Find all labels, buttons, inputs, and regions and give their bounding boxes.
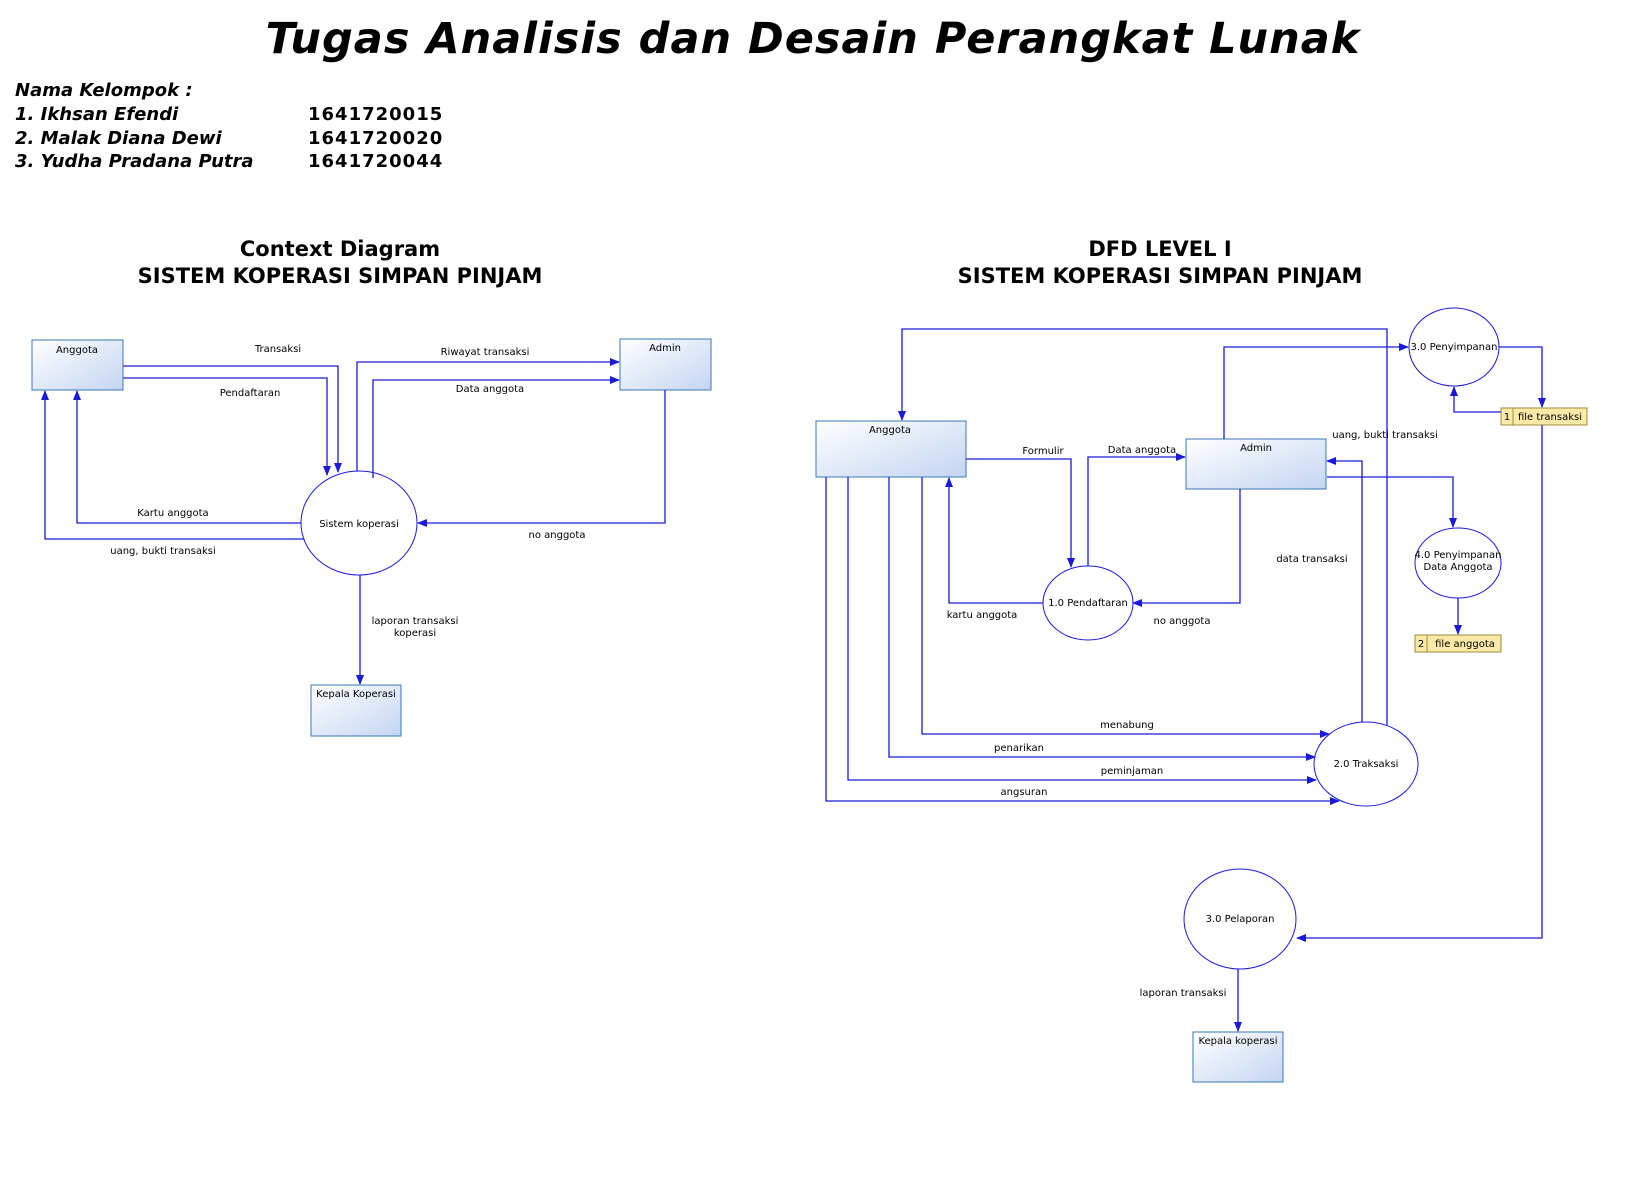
flow-admin-penyimpanan-anggota (1327, 476, 1457, 528)
entity-label: Admin (1240, 443, 1272, 454)
flow-penarikan (888, 477, 1316, 761)
dfd-level-1: Anggota Admin Kepala koperasi 1.0 Pendaf… (815, 307, 1588, 1083)
flow-label-laporan: laporan transaksi (1140, 988, 1227, 999)
data-store-file-transaksi: 1 file transaksi (1500, 407, 1588, 426)
flow-label-transaksi: Transaksi (254, 344, 301, 355)
flow-pendaftaran (123, 377, 331, 476)
flow-label-penarikan: penarikan (994, 743, 1044, 754)
flow-label-data-transaksi: data transaksi (1276, 554, 1347, 565)
flow-label-laporan: koperasi (394, 628, 436, 639)
process-label: 4.0 Penyimpanan (1415, 550, 1502, 561)
flow-data-anggota (372, 376, 620, 478)
data-store-file-anggota: 2 file anggota (1414, 634, 1502, 653)
entity-anggota: Anggota (31, 339, 124, 391)
flow-no-anggota (1132, 489, 1241, 607)
flow-label-uang: uang, bukti transaksi (110, 546, 215, 557)
group-label: Nama Kelompok : (15, 80, 193, 101)
member-name: 1. Ikhsan Efendi (15, 104, 179, 125)
process-label: 3.0 Pelaporan (1206, 914, 1275, 925)
process-label: Data Anggota (1423, 562, 1492, 573)
process-transaksi: 2.0 Traksaksi (1313, 721, 1419, 807)
entity-label: Kepala koperasi (1198, 1036, 1277, 1047)
flow-label-no-anggota: no anggota (1154, 616, 1211, 627)
flow-riwayat-transaksi (356, 358, 620, 471)
member-row: 3. Yudha Pradana Putra 1641720044 (15, 151, 442, 172)
flow-uang-bukti (41, 390, 304, 540)
context-diagram-title: Context Diagram SISTEM KOPERASI SIMPAN P… (130, 236, 550, 290)
process-pendaftaran: 1.0 Pendaftaran (1042, 565, 1134, 641)
flow-admin-penyimpanan (1223, 343, 1409, 439)
page-title: Tugas Analisis dan Desain Perangkat Luna… (265, 14, 1361, 64)
flow-uang-bukti (898, 328, 1388, 725)
dfd-subtitle: SISTEM KOPERASI SIMPAN PINJAM (957, 264, 1363, 288)
process-label: 1.0 Pendaftaran (1048, 598, 1128, 609)
entity-kepala-koperasi: Kepala koperasi (1192, 1031, 1284, 1083)
flow-formulir (966, 458, 1075, 568)
flow-kartu-anggota (945, 477, 1043, 604)
flow-label-data-anggota: Data anggota (1108, 445, 1176, 456)
context-diagram: Anggota Admin Kepala Koperasi Sistem kop… (31, 338, 712, 737)
member-name: 2. Malak Diana Dewi (15, 128, 222, 149)
member-row: 2. Malak Diana Dewi 1641720020 (15, 128, 442, 149)
flow-menabung (921, 477, 1330, 738)
flow-label-formulir: Formulir (1022, 446, 1064, 457)
dfd-title-text: DFD LEVEL I (1088, 237, 1232, 261)
flow-label-kartu: Kartu anggota (137, 508, 208, 519)
flow-label-no-anggota: no anggota (529, 530, 586, 541)
flow-peminjaman (847, 477, 1317, 784)
process-pelaporan: 3.0 Pelaporan (1183, 868, 1297, 970)
member-name: 3. Yudha Pradana Putra (15, 151, 254, 172)
process-label: Sistem koperasi (319, 519, 399, 530)
data-store-name: file transaksi (1518, 412, 1582, 423)
flow-label-data-anggota: Data anggota (456, 384, 524, 395)
entity-label: Admin (649, 343, 681, 354)
flow-no-anggota (417, 390, 666, 527)
context-title: Context Diagram (239, 237, 441, 261)
entity-label: Anggota (869, 425, 911, 436)
flow-label-angsuran: angsuran (1001, 787, 1048, 798)
process-sistem-koperasi: Sistem koperasi (300, 470, 418, 576)
entity-admin: Admin (1185, 438, 1327, 490)
flow-file-transaksi-penyimpanan (1450, 386, 1501, 413)
data-store-name: file anggota (1435, 639, 1495, 650)
flow-label-menabung: menabung (1100, 720, 1154, 731)
entity-label: Kepala Koperasi (316, 689, 396, 700)
context-subtitle: SISTEM KOPERASI SIMPAN PINJAM (137, 264, 543, 288)
member-row: 1. Ikhsan Efendi 1641720015 (15, 104, 442, 125)
data-store-id: 2 (1418, 639, 1424, 650)
entity-label: Anggota (56, 345, 98, 356)
flow-data-transaksi (1326, 457, 1363, 722)
flow-data-anggota (1087, 453, 1186, 566)
entity-admin: Admin (619, 338, 712, 391)
flow-file-transaksi-pelaporan (1296, 425, 1543, 942)
entity-kepala-koperasi: Kepala Koperasi (310, 684, 402, 737)
process-label: 3.0 Penyimpanan (1411, 342, 1498, 353)
member-nim: 1641720020 (308, 128, 444, 149)
flow-label-uang: uang, bukti transaksi (1332, 430, 1437, 441)
flow-label-laporan: laporan transaksi (372, 616, 459, 627)
flow-label-peminjaman: peminjaman (1101, 766, 1163, 777)
flow-transaksi (123, 365, 342, 473)
data-store-id: 1 (1504, 412, 1510, 423)
flow-penyimpanan-file-transaksi (1499, 346, 1546, 408)
member-nim: 1641720044 (308, 151, 444, 172)
dfd-title: DFD LEVEL I SISTEM KOPERASI SIMPAN PINJA… (930, 236, 1390, 290)
process-label: 2.0 Traksaksi (1334, 759, 1399, 770)
member-nim: 1641720015 (308, 104, 444, 125)
process-penyimpanan-data-anggota: 4.0 Penyimpanan Data Anggota (1414, 527, 1502, 599)
process-penyimpanan: 3.0 Penyimpanan (1408, 307, 1500, 387)
flow-label-riwayat: Riwayat transaksi (441, 347, 530, 358)
flow-kartu-anggota (73, 390, 301, 524)
entity-anggota: Anggota (815, 420, 967, 478)
flow-angsuran (825, 477, 1340, 805)
flow-label-pendaftaran: Pendaftaran (220, 388, 281, 399)
flow-label-kartu: kartu anggota (947, 610, 1018, 621)
